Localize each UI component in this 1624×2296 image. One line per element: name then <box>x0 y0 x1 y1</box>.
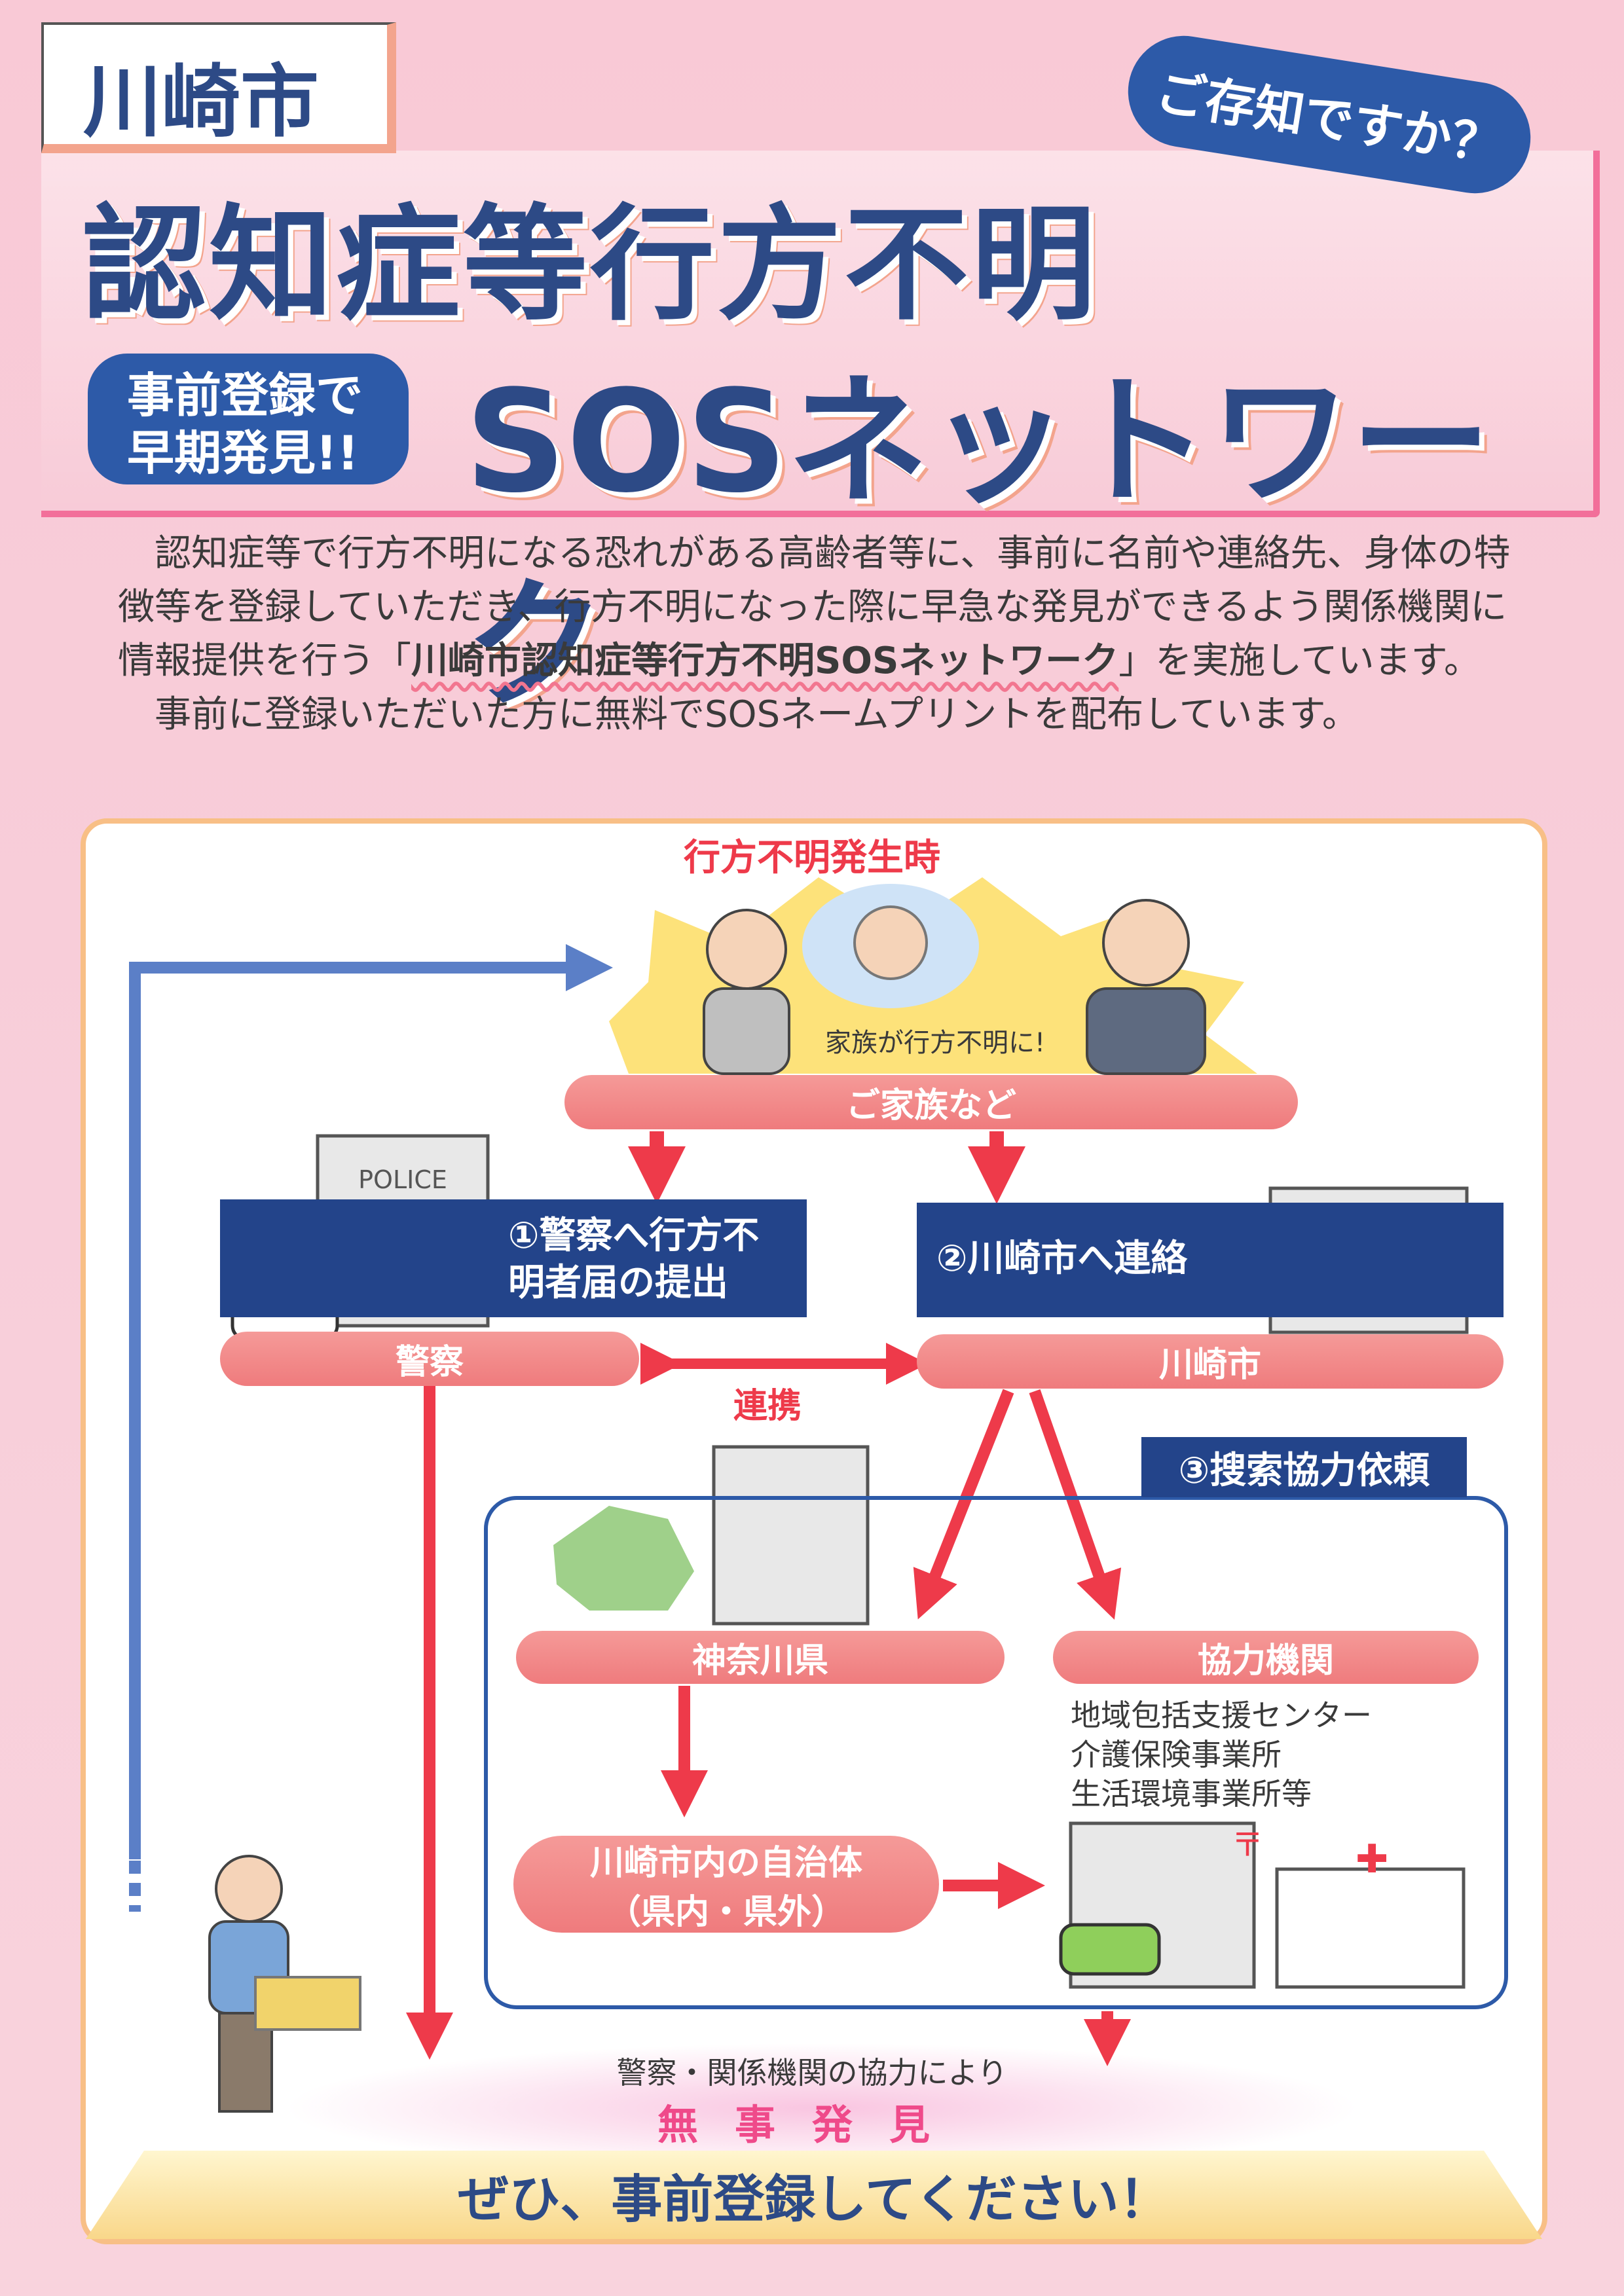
intro-text-b: 」を実施しています。 <box>1118 640 1481 682</box>
cooperation-box <box>484 1496 1508 2009</box>
family-caption: 家族が行方不明に! <box>825 1028 1046 1058</box>
badge-line1: 事前登録で <box>127 368 363 423</box>
town-buildings <box>254 1976 361 2031</box>
step2-box: ②川崎市へ連絡 <box>917 1203 1504 1317</box>
registration-cta: ぜひ、事前登録してください！ <box>86 2151 1542 2239</box>
intro-text: 認知症等で行方不明になる恐れがある高齢者等に、事前に名前や連絡先、身体の特徴等を… <box>118 527 1526 742</box>
intro-text-a: 認知症等で行方不明になる恐れがある高齢者等に、事前に名前や連絡先、身体の特徴等を… <box>118 532 1511 682</box>
safe-found-label: 無事発見 <box>657 2101 967 2149</box>
partner-list: 地域包括支援センター 介護保険事業所 生活環境事業所等 <box>1071 1696 1372 1813</box>
post-mark-icon: 〒 <box>1231 1826 1264 1864</box>
intro-paragraph-2: 事前に登録いただいた方に無料でSOSネームプリントを配布しています。 <box>155 693 1359 736</box>
police-sign: POLICE <box>358 1165 447 1194</box>
arrow-city-partners <box>1029 1389 1122 1620</box>
step1-line1: ①警察へ行方不 <box>508 1214 760 1257</box>
partner-item: 介護保険事業所 <box>1071 1737 1282 1772</box>
cooperation-note: 警察・関係機関の協力により <box>616 2055 1008 2090</box>
prefecture-pill: 神奈川県 <box>516 1631 1005 1684</box>
municipalities-line2: （県内・県外） <box>606 1893 845 1932</box>
cooperation-label: 連携 <box>733 1387 802 1426</box>
police-pill: 警察 <box>220 1332 639 1386</box>
family-pill: ご家族など <box>564 1075 1298 1129</box>
municipalities-pill: 川崎市内の自治体 （県内・県外） <box>513 1836 939 1933</box>
badge-line2: 早期発見!! <box>127 426 359 481</box>
man-body <box>1086 987 1206 1075</box>
grandma-head <box>853 905 928 980</box>
return-line <box>129 944 613 1859</box>
woman-head <box>706 909 787 990</box>
page-title-line2: SOSネットワーク <box>465 359 1492 727</box>
partner-item: 地域包括支援センター <box>1071 1698 1372 1733</box>
prefecture-building <box>712 1445 870 1626</box>
municipalities-line1: 川崎市内の自治体 <box>589 1844 862 1883</box>
hospital <box>1275 1867 1466 1989</box>
step1-line2: 明者届の提出 <box>508 1262 728 1304</box>
partner-item: 生活環境事業所等 <box>1071 1776 1312 1812</box>
early-detection-badge: 事前登録で 早期発見!! <box>88 354 409 484</box>
red-cross-icon: ✚ <box>1356 1836 1388 1882</box>
step3-tab: ③搜索協力依頼 <box>1141 1437 1467 1497</box>
occurrence-heading: 行方不明発生時 <box>684 837 940 879</box>
step1-box: ①警察へ行方不 明者届の提出 <box>220 1199 807 1317</box>
elderly-head <box>215 1855 283 1923</box>
intro-paragraph-1: 認知症等で行方不明になる恐れがある高齢者等に、事前に名前や連絡先、身体の特徴等を… <box>118 527 1526 688</box>
city-name-tab: 川崎市 <box>41 22 396 153</box>
arrow-city-prefecture <box>913 1389 1014 1620</box>
man-head <box>1102 899 1190 987</box>
page-title-line1: 認知症等行方不明 <box>82 192 1099 337</box>
woman-body <box>703 987 790 1075</box>
taxi <box>1059 1923 1161 1976</box>
network-name-highlight: 川崎市認知症等行方不明SOSネットワーク <box>411 640 1119 682</box>
partners-pill: 協力機関 <box>1053 1631 1479 1684</box>
city-pill: 川崎市 <box>917 1334 1504 1389</box>
kanagawa-map-icon <box>553 1506 694 1611</box>
